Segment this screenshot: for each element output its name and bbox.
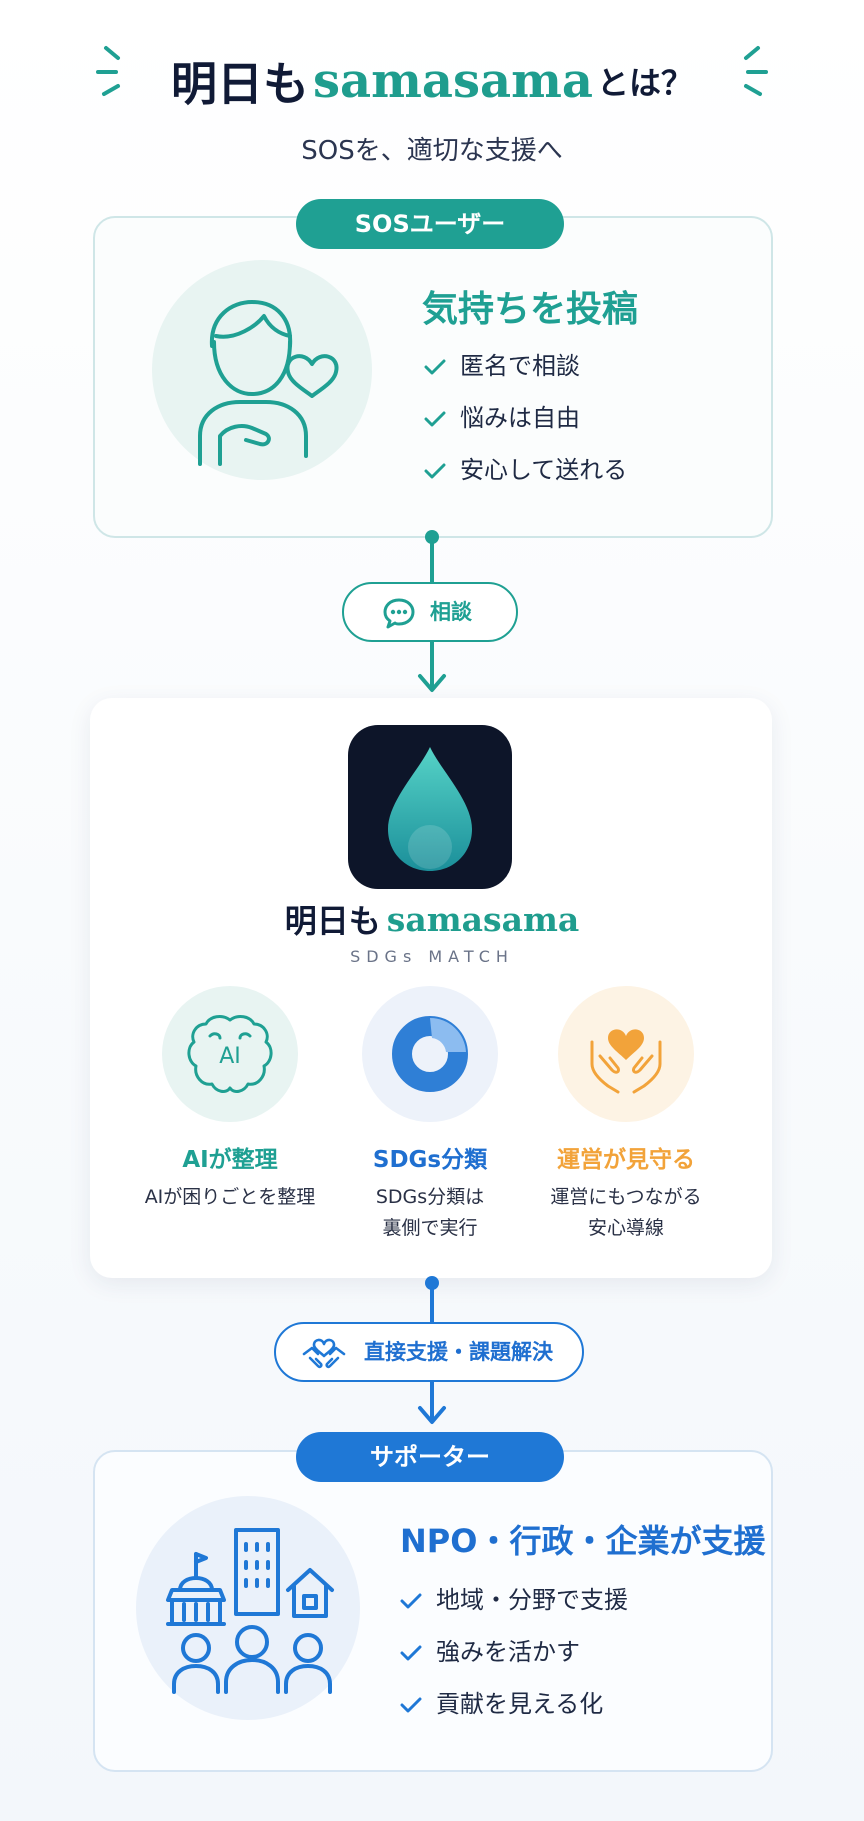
check-icon: [400, 1697, 422, 1713]
sos-heading: 気持ちを投稿: [422, 289, 639, 330]
sos-point: 安心して送れる: [424, 452, 627, 488]
hands-heart-icon: [590, 1029, 662, 1094]
supporter-badge: サポーター: [296, 1432, 564, 1482]
sparkle-lines-icon: [744, 46, 768, 96]
donut-chart-icon: [392, 1016, 468, 1092]
consult-label: 相談: [430, 600, 472, 624]
app-tagline: SDGs MATCH: [350, 947, 514, 966]
ai-icon-text: AI: [219, 1044, 241, 1069]
feature-desc-ai: AIが困りごとを整理: [120, 1182, 340, 1213]
supporter-point-text: 強みを活かす: [436, 1638, 580, 1666]
chat-bubble-icon: [383, 598, 415, 629]
sos-point: 匿名で相談: [424, 348, 580, 384]
direct-support-step: 直接支援・課題解決: [274, 1322, 584, 1382]
check-icon: [424, 359, 446, 375]
feature-title-watch: 運営が見守る: [557, 1147, 695, 1173]
flow-arrow-icon: [418, 1276, 446, 1424]
feature-title-sdgs: SDGs分類: [372, 1147, 488, 1173]
person-heart-icon: [198, 300, 339, 466]
water-drop-icon: [388, 747, 472, 871]
ai-brain-icon: AI: [187, 1015, 273, 1093]
feature-desc-line: 裏側で実行: [382, 1217, 478, 1239]
feature-desc-line: SDGs分類は: [375, 1186, 485, 1208]
sos-point: 悩みは自由: [424, 400, 580, 436]
supporter-heading: NPO・行政・企業が支援: [400, 1522, 766, 1560]
supporter-point: 地域・分野で支援: [400, 1582, 628, 1618]
feature-desc-line: AIが困りごとを整理: [144, 1186, 316, 1208]
supporter-point-text: 地域・分野で支援: [436, 1586, 628, 1614]
check-icon: [424, 411, 446, 427]
sos-point-text: 安心して送れる: [460, 456, 628, 484]
sdgs-icon-bg: [362, 986, 498, 1122]
community-buildings-icon: [166, 1528, 334, 1694]
handshake-heart-icon: [302, 1338, 346, 1369]
supporter-point: 強みを活かす: [400, 1634, 580, 1670]
ai-icon-bg: [162, 986, 298, 1122]
feature-desc-line: 安心導線: [587, 1217, 664, 1239]
sos-point-text: 悩みは自由: [460, 404, 580, 432]
sos-point-text: 匿名で相談: [460, 352, 580, 380]
check-icon: [400, 1645, 422, 1661]
check-icon: [400, 1593, 422, 1609]
feature-title-ai: AIが整理: [182, 1147, 278, 1173]
feature-desc-line: 運営にもつながる: [550, 1186, 702, 1208]
supporter-point-text: 貢献を見える化: [436, 1690, 604, 1718]
app-icon-tile: [348, 725, 512, 889]
feature-desc-watch: 運営にもつながる 安心導線: [516, 1182, 736, 1244]
feature-desc-sdgs: SDGs分類は 裏側で実行: [320, 1182, 540, 1244]
app-name-jp: 明日も: [284, 902, 381, 940]
title-part1: 明日も: [170, 57, 309, 111]
supporter-point: 貢献を見える化: [400, 1686, 603, 1722]
sos-user-badge: SOSユーザー: [296, 199, 564, 249]
direct-support-label: 直接支援・課題解決: [364, 1340, 553, 1364]
consult-step: 相談: [342, 582, 518, 642]
title-part2: とは？: [597, 64, 694, 102]
app-name-brand: samasama: [386, 899, 580, 939]
title-brand: samasama: [312, 53, 593, 109]
page-subtitle: SOSを、適切な支援へ: [301, 136, 563, 166]
check-icon: [424, 463, 446, 479]
sparkle-lines-icon: [96, 46, 120, 96]
flow-arrow-icon: [418, 530, 446, 692]
